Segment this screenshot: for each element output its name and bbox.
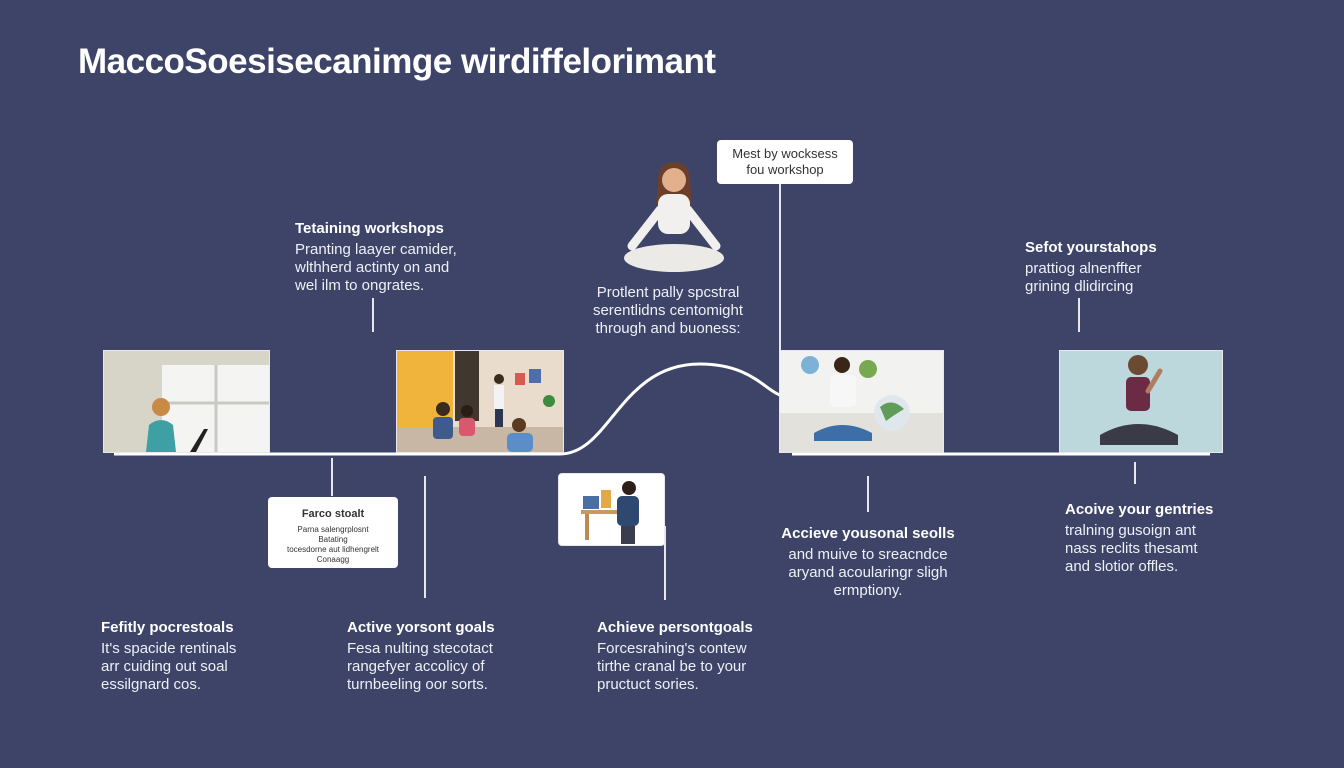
block-line: and slotior offles. <box>1065 558 1179 575</box>
block-line: through and buoness: <box>595 320 741 337</box>
block-heading: Active yorsont goals <box>347 619 495 636</box>
block-heading: Tetaining workshops <box>295 220 444 237</box>
top-callout-line: fou workshop <box>746 162 824 177</box>
block-heading: Achieve persontgoals <box>597 619 753 636</box>
small-callout-title: Farco stoalt <box>301 508 365 520</box>
block-line: grining dlidircing <box>1025 278 1134 295</box>
block-line: prattiog alnenffter <box>1025 260 1142 277</box>
connector-lower-right <box>1134 462 1136 484</box>
upper-left-block: Tetaining workshops Pranting laayer cami… <box>295 220 457 295</box>
connector-bottom-3 <box>664 526 666 600</box>
connector-mid-right <box>867 476 869 512</box>
connector-small-callout <box>331 458 333 496</box>
block-line: wlthherd actinty on and <box>295 259 450 276</box>
photo-meditating-woman <box>1059 350 1223 453</box>
top-callout-line: Mest by wocksess <box>732 146 838 161</box>
block-line: essilgnard cos. <box>101 676 202 693</box>
block-line: serentlidns centomight <box>592 302 744 319</box>
connector-top-callout <box>779 184 781 350</box>
mid-right-block: Accieve yousonal seolls and muive to sre… <box>772 525 964 600</box>
page-title: MaccoSoesisecanimge wirdiffelorimant <box>78 42 716 81</box>
connector-upper-left <box>372 298 374 332</box>
photo-seated-presenter <box>779 350 944 453</box>
block-line: Pranting laayer camider, <box>295 241 457 258</box>
block-line: pructuct sories. <box>597 676 699 693</box>
small-callout-line: Parna salengrplosnt <box>297 525 369 534</box>
block-line: Fesa nulting stecotact <box>347 640 493 657</box>
connector-upper-right <box>1078 298 1080 332</box>
block-line: wel ilm to ongrates. <box>295 277 425 294</box>
small-callout-line: Batating <box>318 535 348 544</box>
block-line: tirthe cranal be to your <box>597 658 747 675</box>
block-line: It's spacide rentinals <box>101 640 237 657</box>
small-callout: Farco stoalt Parna salengrplosnt Batatin… <box>268 497 398 568</box>
block-line: aryand acoularingr sligh <box>788 564 948 581</box>
block-line: and muive to sreacndce <box>788 546 948 563</box>
block-line: tralning gusoign ant <box>1065 522 1196 539</box>
connector-bottom-2 <box>424 476 426 598</box>
block-line: arr cuiding out soal <box>101 658 228 675</box>
lower-right-block: Acoive your gentries tralning gusoign an… <box>1065 501 1213 576</box>
block-line: nass reclits thesamt <box>1065 540 1198 557</box>
photo-desk-worker <box>558 473 665 546</box>
small-callout-line: Conaagg <box>316 555 350 564</box>
block-line: rangefyer accolicy of <box>347 658 485 675</box>
block-heading: Acoive your gentries <box>1065 501 1214 518</box>
upper-right-block: Sefot yourstahops prattiog alnenffter gr… <box>1025 239 1157 296</box>
block-line: ermptiony. <box>833 582 903 599</box>
block-line: Forcesrahing's contew <box>597 640 747 657</box>
center-text-block: Protlent pally spcstral serentlidns cent… <box>578 284 758 338</box>
small-callout-line: tocesdorne aut lidhengrelt <box>286 545 380 554</box>
bottom-block-1: Fefitly pocrestoals It's spacide rentina… <box>101 619 236 694</box>
block-line: Protlent pally spcstral <box>596 284 740 301</box>
meditating-figure <box>624 162 724 272</box>
bottom-block-2: Active yorsont goals Fesa nulting stecot… <box>347 619 495 694</box>
block-heading: Sefot yourstahops <box>1025 239 1157 256</box>
bottom-block-3: Achieve persontgoals Forcesrahing's cont… <box>597 619 753 694</box>
top-callout: Mest by wocksess fou workshop <box>717 140 853 184</box>
timeline-line <box>114 362 781 456</box>
block-heading: Accieve yousonal seolls <box>781 525 955 542</box>
block-heading: Fefitly pocrestoals <box>101 619 234 636</box>
photo-laptop-user <box>103 350 270 453</box>
photo-office-group <box>396 350 564 453</box>
block-line: turnbeeling oor sorts. <box>347 676 488 693</box>
